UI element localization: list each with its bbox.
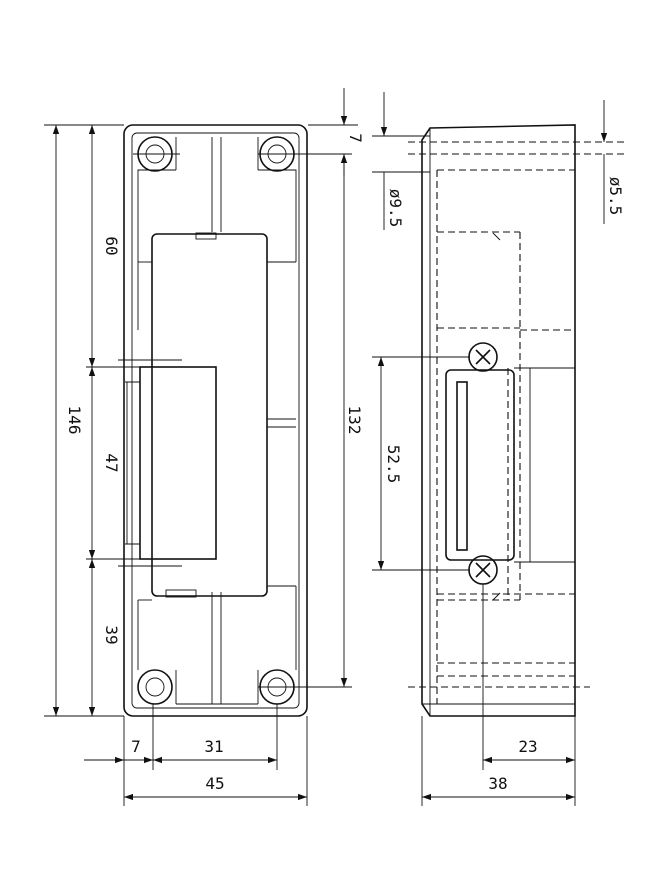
dim-left-offset: 7 bbox=[84, 737, 153, 764]
dim-hole-distance: 31 bbox=[153, 737, 277, 764]
dim-label-7-left: 7 bbox=[131, 737, 141, 756]
dim-top-offset: 7 bbox=[308, 88, 365, 176]
dim-label-132: 132 bbox=[345, 406, 364, 435]
side-hidden-lines bbox=[408, 141, 624, 704]
dim-label-dia-9-5: ø9.5 bbox=[386, 189, 405, 228]
dim-depth-partial: 23 bbox=[483, 737, 575, 764]
dim-label-45: 45 bbox=[205, 774, 224, 793]
dim-label-dia-5-5: ø5.5 bbox=[606, 177, 625, 216]
dim-label-39: 39 bbox=[102, 625, 121, 644]
dim-label-38: 38 bbox=[488, 774, 507, 793]
faceplate-outline bbox=[123, 124, 308, 717]
faceplate-inner-outline bbox=[131, 132, 300, 709]
dim-mid-section: 47 bbox=[86, 367, 140, 560]
dim-label-47: 47 bbox=[102, 453, 121, 472]
dim-hole-dia-2: ø5.5 bbox=[600, 100, 625, 224]
dim-label-31: 31 bbox=[204, 737, 223, 756]
dim-label-146: 146 bbox=[65, 406, 84, 435]
side-view: 52.5 ø9.5 ø5.5 23 38 bbox=[372, 92, 625, 806]
mounting-hole-top-right bbox=[258, 136, 352, 172]
dim-label-7-top: 7 bbox=[346, 133, 365, 143]
dim-hole-dia-1: ø9.5 bbox=[372, 92, 430, 230]
central-rib-top bbox=[137, 137, 297, 330]
dim-label-23: 23 bbox=[518, 737, 537, 756]
mounting-hole-bottom-left bbox=[137, 669, 173, 705]
central-rib-bottom bbox=[137, 586, 297, 704]
dim-hole-spacing: 132 bbox=[340, 154, 364, 687]
dim-bottom-section: 39 bbox=[88, 559, 121, 716]
dim-height-total: 146 bbox=[44, 124, 124, 717]
dim-width-total: 45 bbox=[124, 774, 307, 801]
front-view: 146 60 47 39 132 7 bbox=[44, 88, 365, 806]
side-body-outline bbox=[421, 124, 576, 717]
mounting-hole-bottom-right bbox=[258, 669, 352, 705]
screw-top bbox=[468, 342, 498, 372]
dim-label-52-5: 52.5 bbox=[384, 445, 403, 484]
mounting-hole-top-left bbox=[133, 136, 180, 172]
dim-depth-total: 38 bbox=[422, 774, 575, 801]
dim-label-60: 60 bbox=[102, 236, 121, 255]
dim-screw-spacing: 52.5 bbox=[377, 357, 403, 570]
solenoid-housing bbox=[151, 233, 268, 597]
